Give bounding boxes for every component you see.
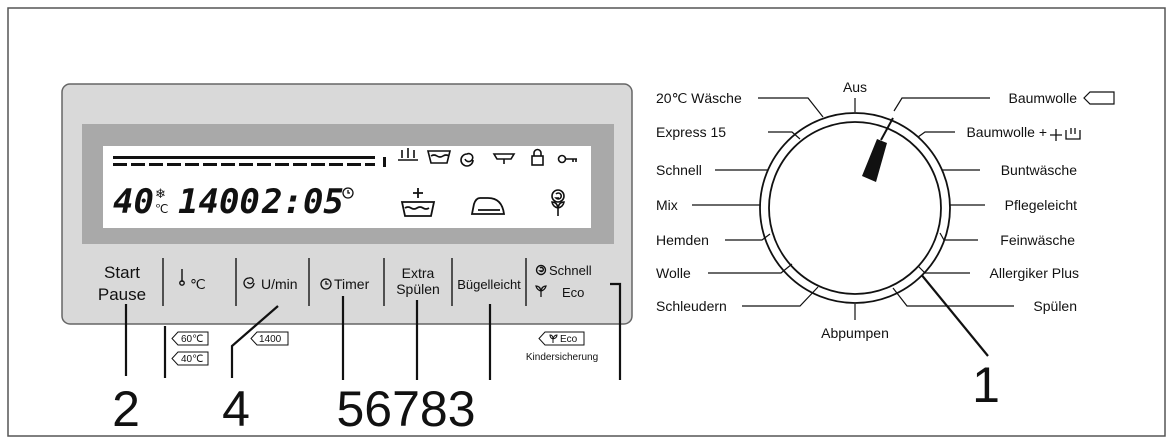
dial-label-20c-wash: 20℃ Wäsche bbox=[656, 90, 742, 106]
lcd-rinse-icon bbox=[492, 153, 516, 164]
tag-eco: Eco bbox=[538, 331, 585, 346]
start-pause-label-1: Start bbox=[104, 263, 140, 282]
easy-iron-button[interactable]: Bügelleicht bbox=[457, 277, 521, 292]
dial-inner-ring bbox=[768, 121, 942, 295]
tag-eco-leaf-icon bbox=[549, 334, 558, 343]
eco-leaf-icon bbox=[535, 285, 547, 297]
spin-icon bbox=[243, 277, 255, 289]
callout-4: 4 bbox=[222, 381, 250, 437]
dial-label-colours: Buntwäsche bbox=[1001, 162, 1077, 178]
lcd-iron-icon bbox=[470, 197, 506, 215]
tag-eco-label: Eco bbox=[560, 334, 578, 345]
lcd-spin-icon bbox=[460, 152, 474, 167]
tag-60c: 60℃ bbox=[171, 331, 209, 346]
spin-speed-button-label: U/min bbox=[261, 276, 298, 292]
lcd-time: 2:05 bbox=[261, 182, 344, 222]
child-lock-label: Kindersicherung bbox=[526, 352, 598, 363]
timer-button[interactable]: Timer bbox=[320, 276, 370, 292]
program-dial[interactable] bbox=[759, 112, 951, 304]
dial-label-mix: Mix bbox=[656, 197, 678, 213]
lcd-eco-leaf-icon bbox=[551, 189, 565, 216]
dial-right-labels: Baumwolle Baumwolle + Buntwäsche Pflegel… bbox=[966, 90, 1079, 314]
extra-rinse-button[interactable]: Extra Spülen bbox=[396, 265, 440, 297]
dial-pointer bbox=[862, 139, 887, 182]
lcd-wash-icon bbox=[426, 150, 452, 164]
temperature-button[interactable]: ℃ bbox=[179, 269, 206, 292]
quick-eco-label-1: Schnell bbox=[549, 263, 592, 278]
lcd-key-icon bbox=[557, 154, 577, 164]
lcd-prewash-icon bbox=[398, 148, 418, 161]
easy-iron-button-label: Bügelleicht bbox=[457, 277, 521, 292]
dial-label-spin: Schleudern bbox=[656, 298, 727, 314]
lcd-extra-rinse-icon bbox=[400, 188, 436, 217]
lcd-lock-icon bbox=[531, 148, 544, 166]
temperature-button-label: ℃ bbox=[190, 276, 206, 292]
lcd-spin-speed: 1400 bbox=[178, 182, 260, 222]
timer-button-label: Timer bbox=[334, 276, 370, 292]
spin-speed-button[interactable]: U/min bbox=[243, 276, 298, 292]
extra-rinse-label-1: Extra bbox=[402, 265, 435, 281]
lcd-clock-icon bbox=[342, 187, 354, 199]
dial-leader-lines bbox=[692, 97, 1014, 320]
callout-56783: 56783 bbox=[336, 381, 475, 437]
dial-label-quick: Schnell bbox=[656, 162, 702, 178]
timer-icon bbox=[320, 278, 332, 290]
dial-label-off: Aus bbox=[843, 79, 867, 95]
dial-left-labels: 20℃ Wäsche Express 15 Schnell Mix Hemden… bbox=[656, 90, 742, 314]
dial-pointer-needle bbox=[880, 117, 894, 141]
dial-label-cotton: Baumwolle bbox=[1009, 90, 1078, 106]
tag-40c: 40℃ bbox=[171, 351, 209, 366]
thermometer-icon bbox=[179, 269, 185, 286]
cotton-tag-icon bbox=[1083, 91, 1115, 105]
panel-separators bbox=[162, 258, 527, 306]
tag-1400-label: 1400 bbox=[259, 334, 282, 345]
dial-label-cotton-plus: Baumwolle + bbox=[966, 124, 1047, 140]
callout-2: 2 bbox=[112, 381, 140, 437]
tag-40c-label: 40℃ bbox=[181, 354, 203, 365]
lcd-temp-unit: ℃ bbox=[155, 202, 168, 216]
cotton-plus-basin-icon bbox=[1050, 128, 1081, 141]
dial-label-wool: Wolle bbox=[656, 265, 691, 281]
outer-frame bbox=[7, 7, 1166, 437]
start-pause-button[interactable]: Start Pause bbox=[98, 263, 146, 304]
dial-label-easy-care: Pflegeleicht bbox=[1005, 197, 1077, 213]
lcd-temperature: 40 bbox=[113, 182, 154, 222]
tag-1400: 1400 bbox=[250, 331, 289, 346]
dial-label-rinse: Spülen bbox=[1033, 298, 1077, 314]
quick-icon bbox=[535, 264, 547, 276]
quick-eco-label-2: Eco bbox=[562, 285, 584, 300]
dial-label-allergy-plus: Allergiker Plus bbox=[990, 265, 1079, 281]
dial-label-drain: Abpumpen bbox=[821, 325, 889, 341]
callout-1: 1 bbox=[972, 357, 1000, 413]
lcd-snowflake-icon: ❄ bbox=[155, 186, 166, 201]
tag-60c-label: 60℃ bbox=[181, 334, 203, 345]
dial-label-delicates: Feinwäsche bbox=[1000, 232, 1075, 248]
dial-label-express-15: Express 15 bbox=[656, 124, 726, 140]
lcd-progress-bar bbox=[113, 156, 386, 167]
quick-eco-button[interactable]: Schnell Eco bbox=[535, 263, 592, 300]
extra-rinse-label-2: Spülen bbox=[396, 281, 440, 297]
dial-label-shirts: Hemden bbox=[656, 232, 709, 248]
start-pause-label-2: Pause bbox=[98, 285, 146, 304]
